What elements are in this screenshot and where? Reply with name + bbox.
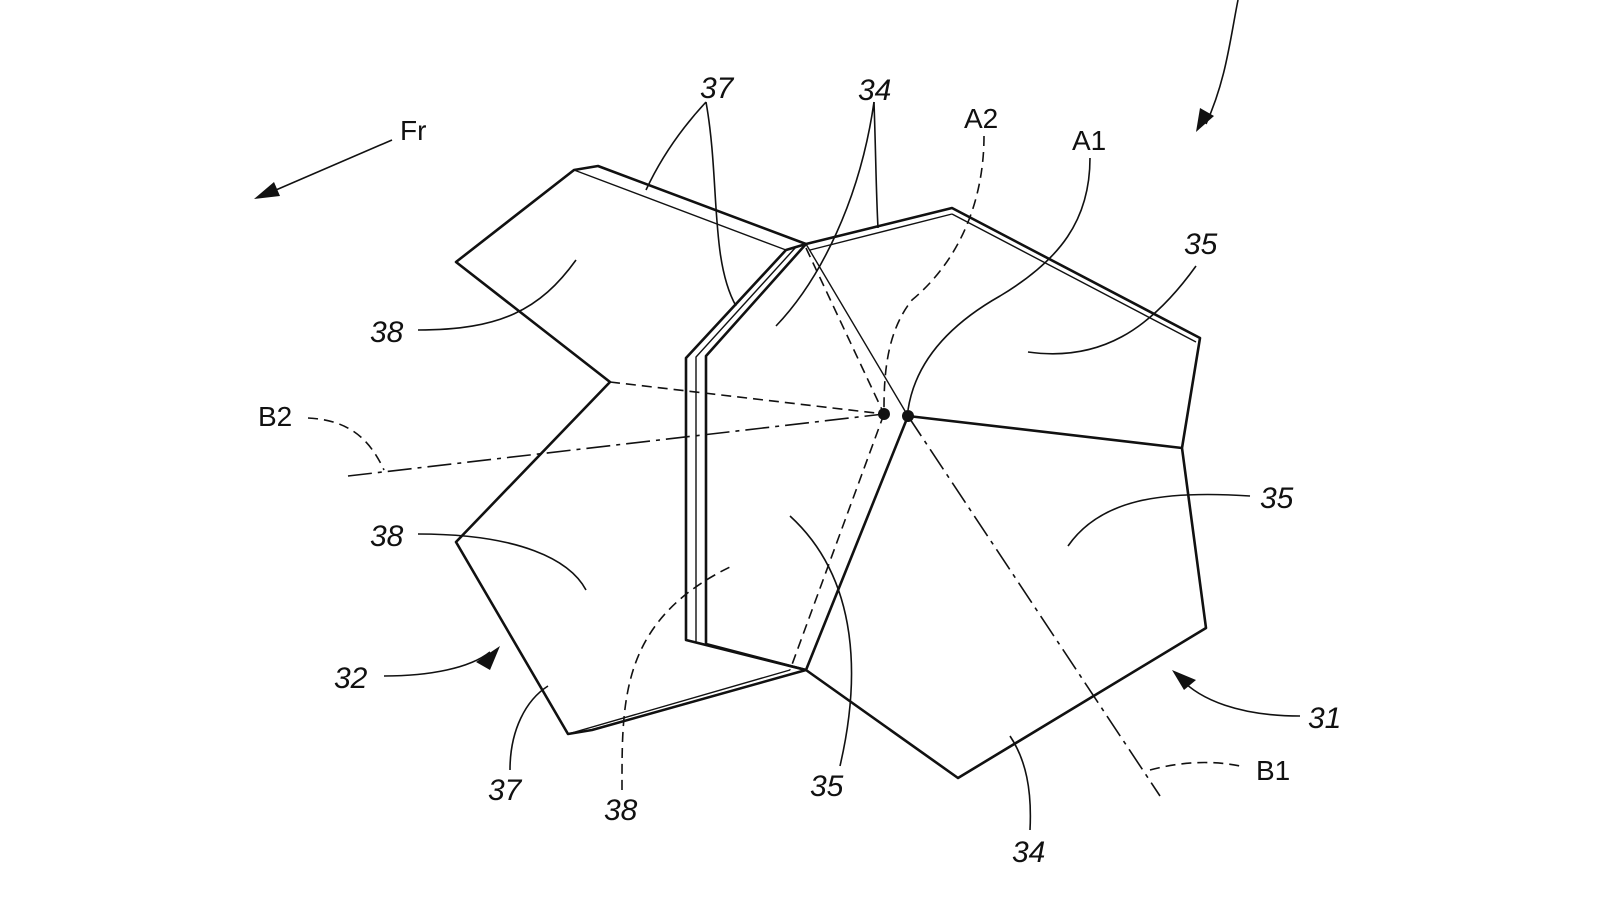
line-b2 [347, 413, 885, 477]
label-left-middle: 38 [370, 520, 404, 553]
right-unit-outline [805, 206, 1208, 780]
right-unit-crease-right [907, 414, 1183, 450]
fold-edge-mid [695, 246, 797, 669]
arrowhead-icon [1196, 108, 1214, 132]
assembly-reference-arrow [1196, 0, 1239, 132]
right-unit-top-edge-thickness [809, 213, 1197, 343]
front-direction-arrow [254, 139, 393, 199]
label-center-bottom: 35 [810, 770, 844, 803]
line-b1 [907, 415, 1161, 797]
unit-31-arrowhead-icon [1172, 670, 1196, 690]
left-unit-bottom-edge-thickness [567, 669, 807, 735]
hidden-line-lower [789, 413, 885, 671]
leader-lines [307, 101, 1301, 831]
left-unit-fold-line [609, 381, 885, 415]
label-right-upper: 35 [1184, 228, 1218, 261]
label-left-upper: 38 [370, 316, 404, 349]
hidden-line-upper [805, 247, 885, 415]
label-panel-inner-top: 34 [858, 74, 891, 107]
unit-32-arrowhead-icon [476, 646, 500, 670]
right-unit-crease-upper [805, 243, 909, 417]
label-unit-left: 32 [334, 662, 368, 695]
label-left-bottom: 38 [604, 794, 638, 827]
label-panel-outer-bottom: 37 [488, 774, 523, 807]
label-panel-inner-bottom: 34 [1012, 836, 1045, 869]
label-direction: Fr [400, 115, 426, 146]
fold-edge-outer [684, 242, 807, 672]
label-line-b2: B2 [258, 401, 292, 432]
label-line-b1: B1 [1256, 755, 1290, 786]
right-unit-crease-lower [804, 415, 910, 671]
left-unit-top-edge-thickness [573, 165, 807, 251]
label-axis-a1: A1 [1072, 125, 1106, 156]
left-panel-unit [454, 164, 885, 736]
label-unit-right: 31 [1308, 702, 1341, 735]
arrowhead-icon [254, 182, 280, 199]
right-panel-unit [789, 206, 1208, 780]
label-right-middle: 35 [1260, 482, 1294, 515]
label-panel-outer-top: 37 [700, 72, 735, 105]
label-axis-a2: A2 [964, 103, 998, 134]
left-unit-outline [454, 164, 807, 736]
